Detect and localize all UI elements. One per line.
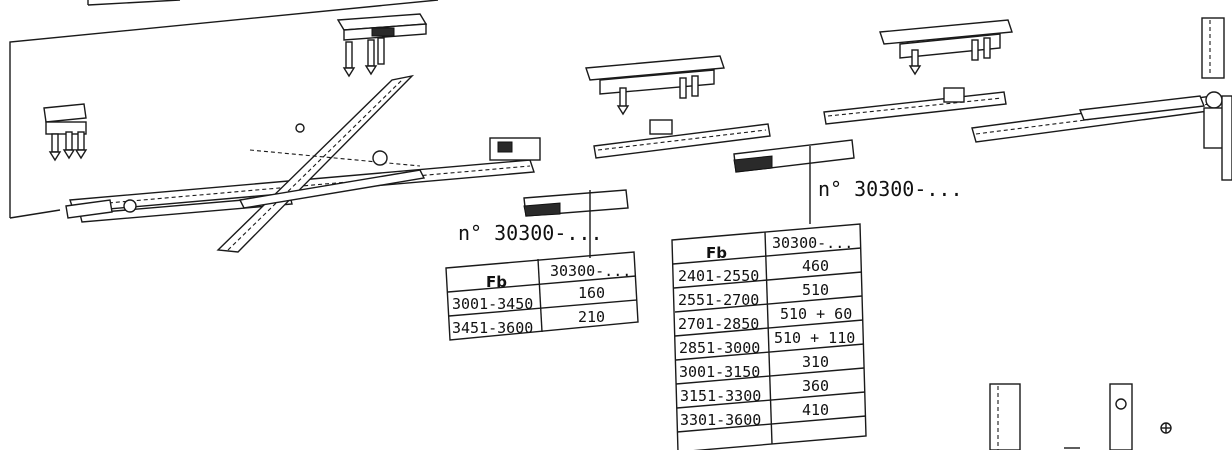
corner-stay-arm-right — [971, 91, 1227, 149]
table-row-value: 510 — [802, 281, 829, 299]
length-table-right: Fb 30300-... 2401-2550 460 2551-2700 510… — [671, 223, 867, 450]
table-row-value: 510 + 110 — [774, 329, 855, 347]
table-row: 3151-3300 — [680, 387, 761, 405]
hinge-piece-top-right — [1201, 17, 1232, 181]
table-row-value: 510 + 60 — [780, 305, 852, 323]
extension-piece-left — [523, 189, 629, 254]
right-stay-bar — [823, 87, 1007, 125]
part-number-label-right: n° 30300-... — [818, 177, 963, 201]
table-row-value: 310 — [802, 353, 829, 371]
table-row: 3001-3150 — [679, 363, 760, 381]
screw-set-top — [342, 37, 385, 78]
table-row: 2701-2850 — [678, 315, 759, 333]
table-row-value: 210 — [578, 308, 605, 326]
table-left-header-part: 30300-... — [550, 262, 631, 280]
hinge-piece-bottom-right — [989, 383, 1172, 450]
middle-bracket — [585, 55, 725, 116]
part-number-label-left: n° 30300-... — [458, 221, 603, 245]
table-row: 3301-3600 — [680, 411, 761, 429]
top-corner-bracket — [336, 13, 428, 78]
table-right-header-fb: Fb — [706, 244, 727, 262]
table-row: 3001-3450 — [452, 295, 533, 313]
scissor-stay-arm — [65, 74, 541, 253]
extension-piece-right — [733, 139, 855, 224]
table-row: 2401-2550 — [678, 267, 759, 285]
table-row: 3451-3600 — [452, 319, 533, 337]
right-bracket — [879, 19, 1013, 76]
table-row-value: 410 — [802, 401, 829, 419]
table-row-value: 160 — [578, 284, 605, 302]
sash-frame-outline — [9, 0, 439, 219]
table-row: 2851-3000 — [679, 339, 760, 357]
middle-stay-bar — [593, 119, 771, 159]
table-right-header-part: 30300-... — [772, 234, 853, 252]
table-left-header-fb: Fb — [486, 273, 507, 291]
left-corner-block — [43, 103, 88, 162]
table-row-value: 360 — [802, 377, 829, 395]
length-table-left: Fb 30300-... 3001-3450 160 3451-3600 210 — [445, 251, 639, 341]
table-row: 2551-2700 — [678, 291, 759, 309]
table-row-value: 460 — [802, 257, 829, 275]
